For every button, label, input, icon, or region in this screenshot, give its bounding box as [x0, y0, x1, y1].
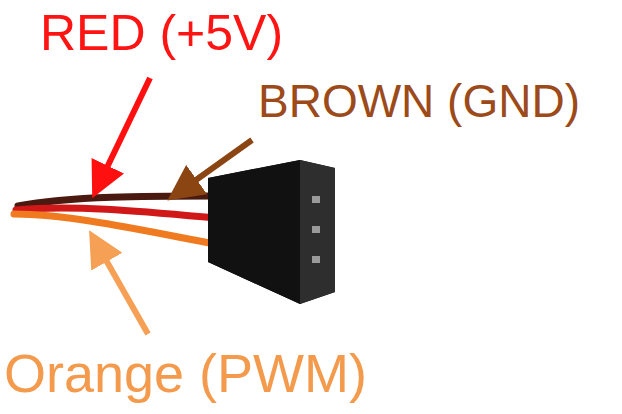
servo-wires: [14, 196, 215, 244]
pin-hole: [312, 196, 320, 203]
orange-wire-label: Orange (PWM): [4, 346, 367, 400]
orange-wire: [14, 214, 215, 244]
pin-hole: [312, 226, 320, 233]
connector-housing: [208, 160, 335, 304]
red-wire-label: RED (+5V): [40, 8, 283, 58]
brown-wire-label: BROWN (GND): [258, 78, 580, 124]
brown-arrow: [182, 140, 252, 190]
red-arrow: [100, 78, 150, 182]
brown-wire: [18, 196, 215, 206]
pin-hole: [312, 256, 320, 263]
orange-arrow: [98, 246, 148, 334]
